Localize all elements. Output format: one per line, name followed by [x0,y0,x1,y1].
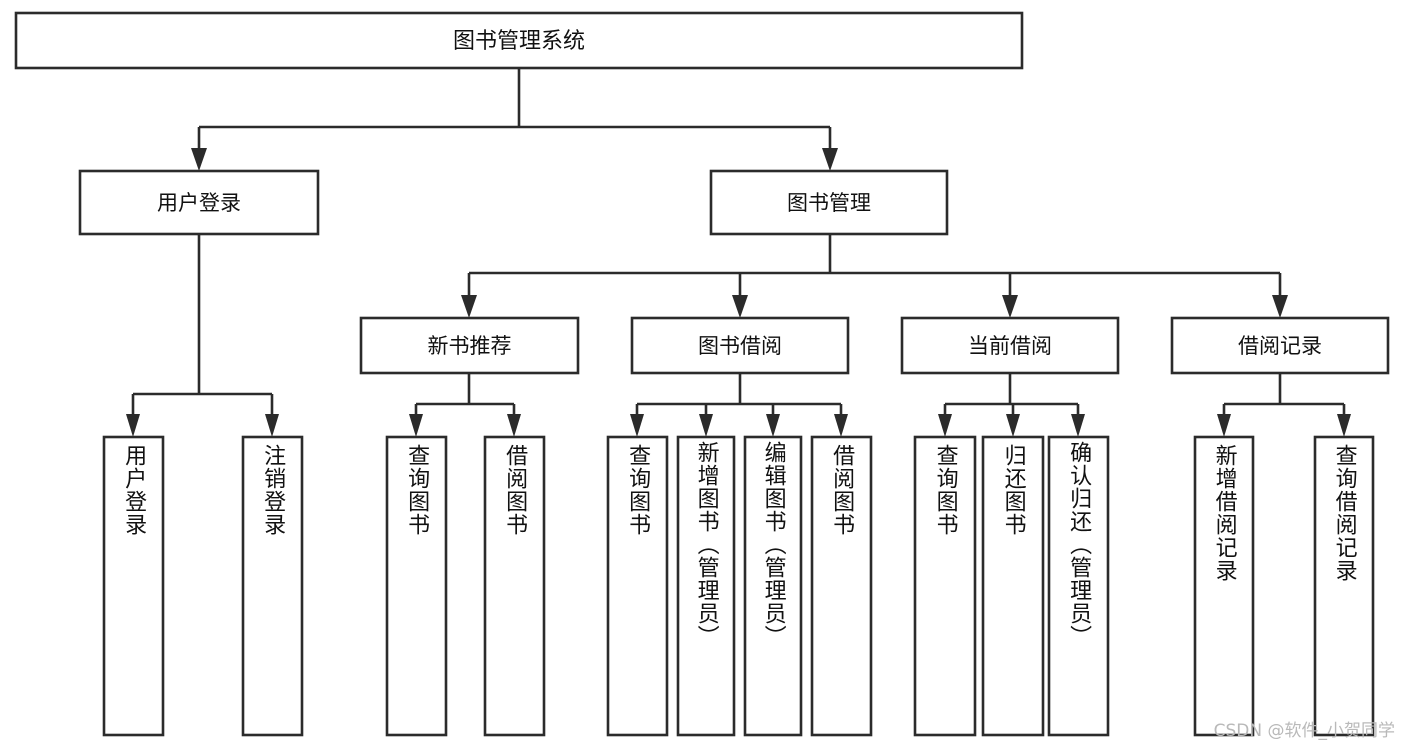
leaf-box-user-login-1[interactable] [241,435,304,737]
arrowhead-current-borrow [1002,295,1018,318]
arrowhead-borrow-record [1272,295,1288,318]
arrowhead-cb-l1 [938,414,952,437]
node-new-book-recommend-label: 新书推荐 [428,334,512,358]
node-book-borrow[interactable]: 图书借阅 [630,316,850,375]
node-new-book-recommend-box[interactable] [359,316,580,375]
leaf-box-borrow-record-1[interactable] [1313,435,1375,737]
node-current-borrow-box[interactable] [900,316,1120,375]
leaf-box-user-login-0[interactable] [102,435,165,737]
node-borrow-record[interactable]: 借阅记录 [1170,316,1390,375]
arrowhead-bb-l4 [834,414,848,437]
node-root-label: 图书管理系统 [453,29,585,54]
leaf-box-new-book-1[interactable] [483,435,546,737]
leaf-box-book-borrow-3[interactable] [810,435,873,737]
leaf-boxes-book-borrow [606,435,873,737]
arrowhead-ul-leaf1 [126,414,140,437]
connector-group-borrow-record [1217,373,1351,437]
arrowhead-nb-l2 [507,414,521,437]
arrowhead-user-login [191,148,207,171]
leaf-box-current-borrow-1[interactable] [981,435,1045,737]
connector-group-current-borrow [938,373,1085,437]
leaf-box-borrow-record-0[interactable] [1193,435,1255,737]
node-new-book-recommend[interactable]: 新书推荐 [359,316,580,375]
arrowhead-br-l2 [1337,414,1351,437]
node-user-login-box[interactable] [78,169,320,236]
arrowhead-book-manage [822,148,838,171]
arrowhead-new-book [461,295,477,318]
connector-group-user-login [126,234,279,437]
node-book-manage-label: 图书管理 [787,191,871,215]
connector-group-new-book [409,373,521,437]
leaf-boxes-current-borrow [913,435,1110,737]
leaf-box-book-borrow-1[interactable] [676,435,736,737]
node-current-borrow-label: 当前借阅 [968,334,1052,358]
leaf-box-book-borrow-2[interactable] [743,435,803,737]
node-book-manage-box[interactable] [709,169,949,236]
connector-group-root [191,68,838,171]
arrowhead-book-borrow [732,295,748,318]
leaf-boxes-borrow-record [1193,435,1375,737]
arrowhead-bb-l1 [630,414,644,437]
node-user-login[interactable]: 用户登录 [78,169,320,236]
leaf-box-book-borrow-0[interactable] [606,435,669,737]
arrowhead-bb-l3 [766,414,780,437]
node-current-borrow[interactable]: 当前借阅 [900,316,1120,375]
connector-group-book-manage [461,234,1288,318]
arrowhead-br-l1 [1217,414,1231,437]
leaf-box-new-book-0[interactable] [385,435,448,737]
leaf-boxes-user-login [102,435,304,737]
arrowhead-cb-l3 [1071,414,1085,437]
leaf-boxes-new-book [385,435,546,737]
node-borrow-record-label: 借阅记录 [1238,334,1322,358]
arrowhead-nb-l1 [409,414,423,437]
arrowhead-ul-leaf2 [265,414,279,437]
node-book-borrow-label: 图书借阅 [698,334,782,358]
node-borrow-record-box[interactable] [1170,316,1390,375]
leaf-box-current-borrow-2[interactable] [1047,435,1110,737]
leaf-box-current-borrow-0[interactable] [913,435,977,737]
arrowhead-bb-l2 [699,414,713,437]
node-root-system[interactable]: 图书管理系统 [14,11,1024,70]
connector-group-book-borrow [630,373,848,437]
arrowhead-cb-l2 [1006,414,1020,437]
node-root-box[interactable] [14,11,1024,70]
watermark-text: CSDN @软件_小贺同学 [1213,721,1395,741]
node-user-login-label: 用户登录 [157,191,241,215]
node-book-borrow-box[interactable] [630,316,850,375]
node-book-manage[interactable]: 图书管理 [709,169,949,236]
